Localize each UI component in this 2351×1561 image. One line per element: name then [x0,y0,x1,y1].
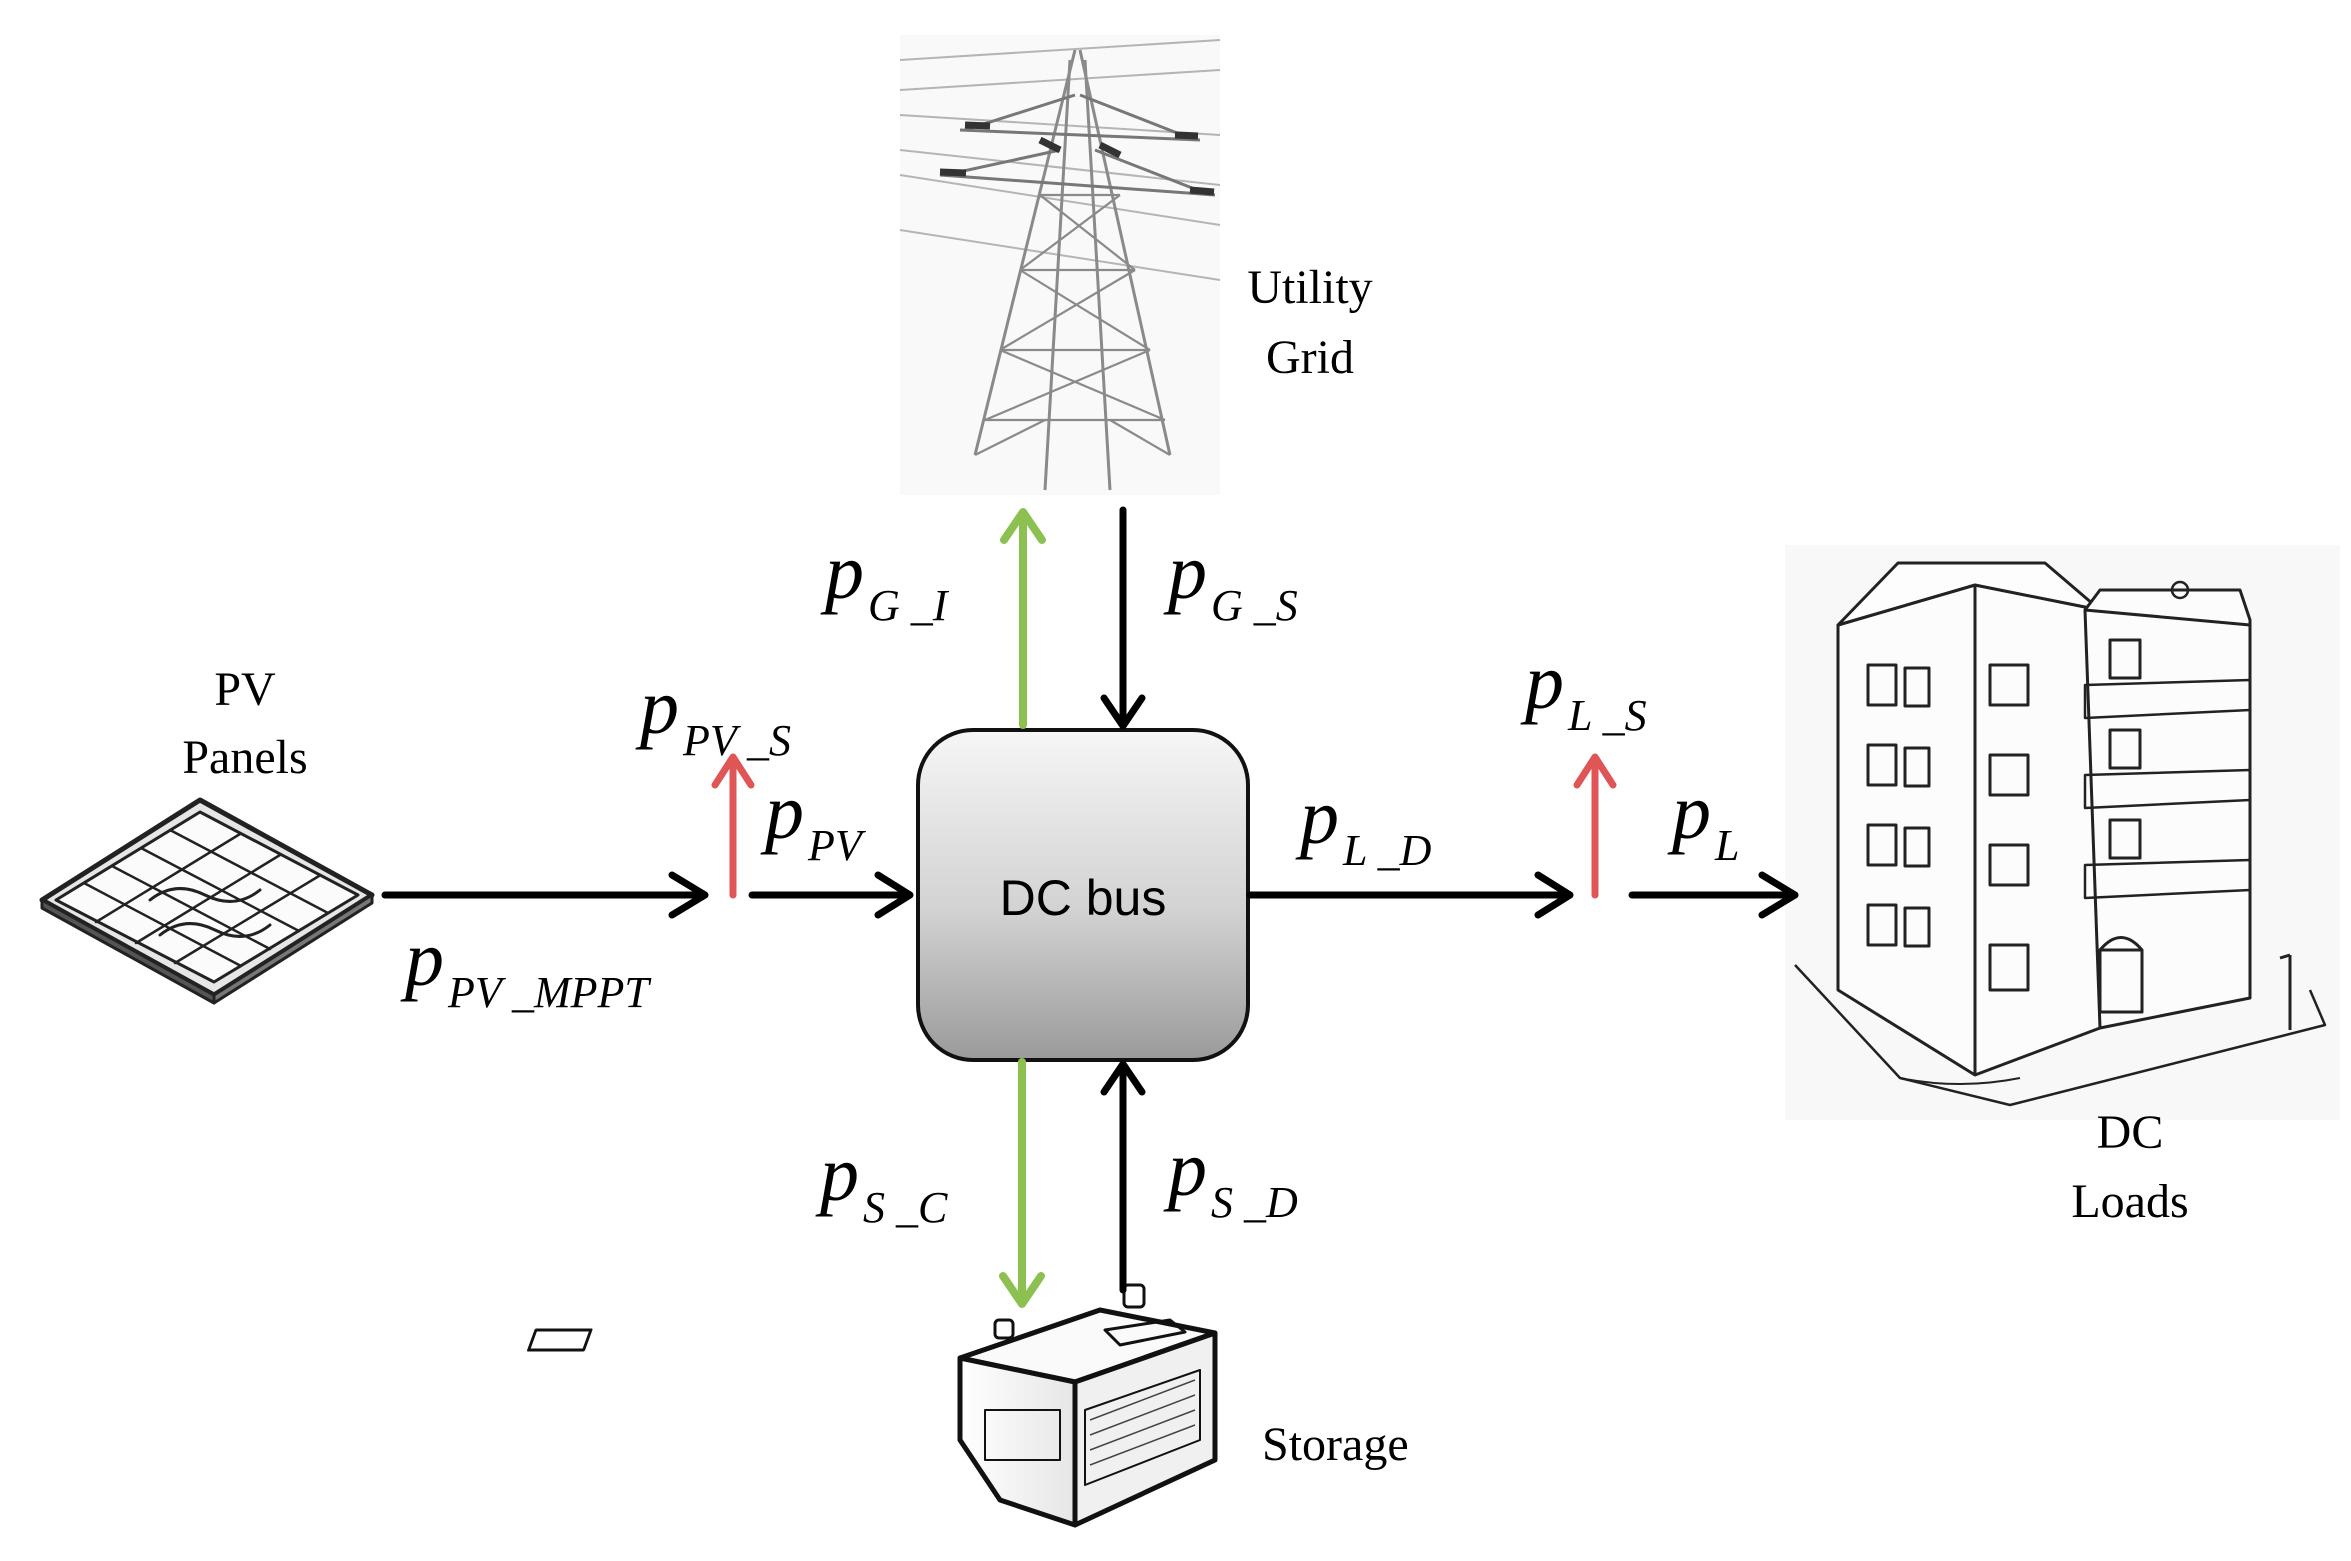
label-pv: pPV [760,768,867,870]
grid-label-line2: Grid [1266,331,1354,384]
arrow-g-s [1100,506,1146,730]
label-g-s: pG _S [1163,528,1298,630]
pv-label-line2: Panels [182,731,307,784]
arrow-s-d [1100,1060,1146,1294]
grid-label-line1: Utility [1247,261,1372,314]
arrow-s-c [999,1058,1045,1308]
label-l-d: pL _D [1295,773,1432,875]
pv-label-line1: PV [214,663,276,716]
apartment-building-icon [1785,545,2340,1120]
arrow-l [1628,871,1799,919]
arrow-l-d [1246,871,1574,919]
label-l-s: pL _S [1520,638,1647,740]
label-pv-s: pPV _S [635,663,791,765]
label-g-i: pG _I [820,528,950,630]
label-s-c: pS _C [815,1130,948,1232]
loads-label-line1: DC [2097,1106,2164,1159]
arrow-pv-s [711,753,755,899]
storage-label: Storage [1262,1418,1409,1471]
arrow-pv [748,871,914,919]
arrow-l-s [1573,753,1617,899]
battery-icon [527,1283,1218,1528]
transmission-tower-icon [899,35,1221,495]
arrow-g-i [1000,508,1046,729]
dc-bus-label: DC bus [1000,870,1167,926]
loads-label-line2: Loads [2071,1175,2188,1228]
label-l: pL [1667,768,1739,870]
label-s-d: pS _D [1163,1125,1298,1227]
label-pv-mppt: pPV _MPPT [400,915,652,1017]
solar-panel-icon [39,797,375,1005]
arrow-pv-mppt [381,871,709,919]
